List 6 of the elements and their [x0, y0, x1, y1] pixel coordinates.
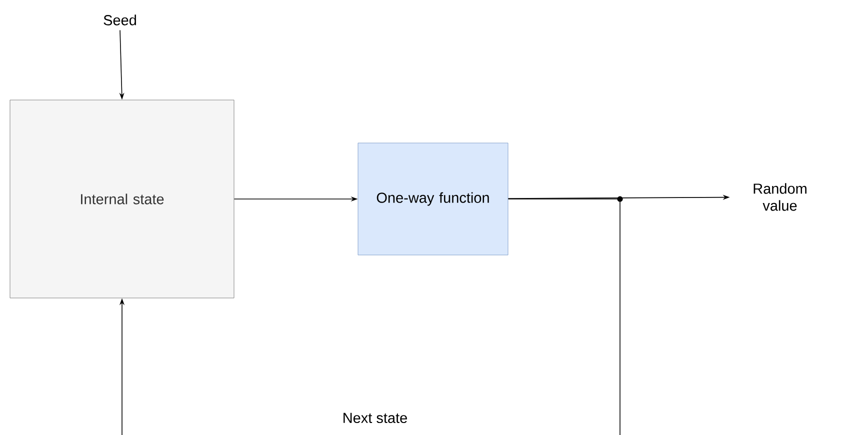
edge-label: Next state	[344, 412, 407, 424]
node-label: Random value	[754, 183, 806, 211]
arrow	[119, 198, 620, 435]
state-box: Internal state	[10, 100, 234, 298]
function-box: One-way function	[358, 142, 508, 256]
node-label: Seed	[104, 14, 136, 26]
